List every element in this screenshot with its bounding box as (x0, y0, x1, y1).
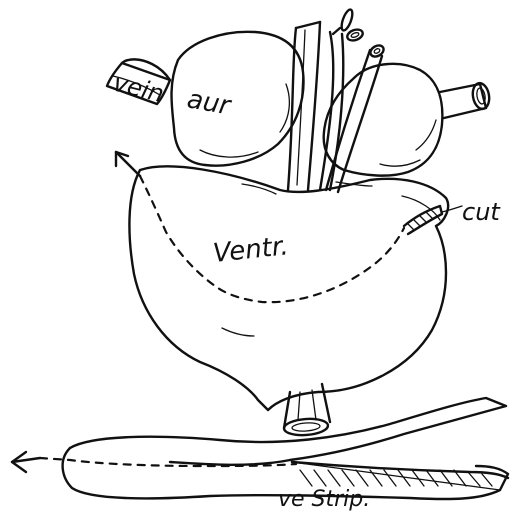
cut-pointer (442, 206, 462, 212)
label-ventr: Ventr. (212, 231, 290, 269)
bottom-vessel (283, 384, 330, 437)
right-vessel (440, 82, 491, 118)
ventricle (129, 166, 448, 410)
label-cut: cut (462, 198, 501, 226)
label-aur: aur (185, 84, 235, 121)
arrow-left (12, 452, 40, 472)
direction-arrow-up-left (116, 152, 140, 176)
label-strip: ve Strip. (278, 487, 370, 512)
